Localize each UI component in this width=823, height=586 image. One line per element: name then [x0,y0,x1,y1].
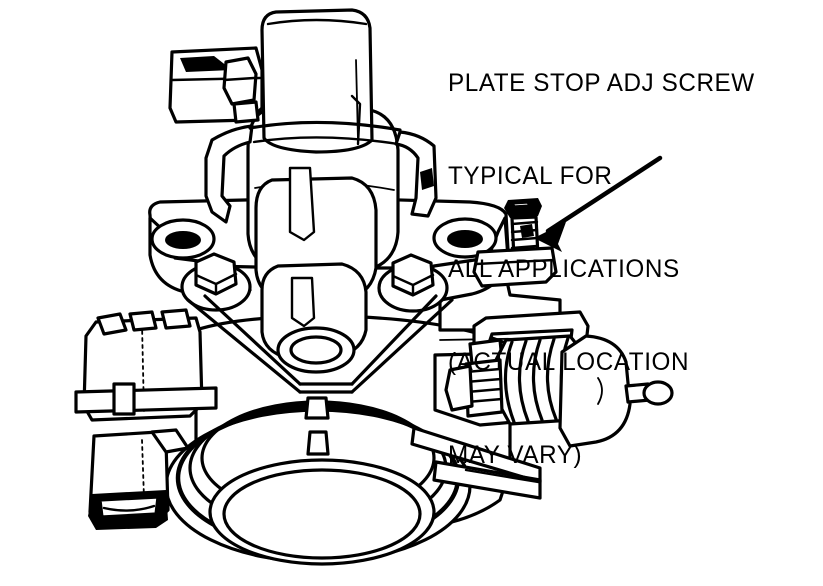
connector-bar-block [112,382,136,416]
iac-strap [472,310,590,350]
hex-nut-left-top [194,252,238,296]
adj-screw-thread-shadow [520,224,534,238]
adj-screw-thread-4 [510,244,539,250]
clamp-top-band [248,120,402,132]
callout-line-1: PLATE STOP ADJ SCREW [448,69,755,97]
callout-line-5: MAY VARY) [448,441,583,469]
adj-screw-slot [510,200,532,209]
tps-sensor [260,8,374,154]
flange-rib-left [186,298,302,394]
clamp-arm-left [204,124,254,224]
sensor-bracket-nut-line [222,76,256,82]
adj-screw-boss-line [474,258,556,266]
linkage-arm [410,426,542,500]
connector-rib-3 [160,308,192,330]
hex-nut-right [377,253,449,313]
connector-plug-tab [150,428,190,454]
connector-plug-slot [98,495,160,519]
bore-opening-inner [222,468,422,560]
flange-rib-left-inner [203,294,302,386]
sensor-bracket-nut [222,56,258,106]
linkage-arm-line [464,468,540,484]
connector-cross-bar [74,386,218,414]
flange-rib-right-inner [350,294,438,386]
clamp-top-band-inner [252,136,400,146]
bore-opening-outer [208,458,436,566]
iac-valve-ball [642,380,674,406]
iac-plunger-tip [444,364,474,412]
adj-screw [472,198,558,288]
iac-valve [444,310,674,448]
clamp-arm-right [394,130,438,218]
callout-leader-line [545,155,663,234]
shaft-port-inner [289,335,343,365]
connector-plug-detail [102,504,156,512]
tps-sensor-notch [350,94,362,146]
adj-screw-thread-3 [510,236,539,242]
adj-screw-boss [472,246,558,288]
callout-text-block: PLATE STOP ADJ SCREW TYPICAL FOR ALL APP… [448,6,797,533]
hex-nut-right-top [391,253,435,297]
connector-rib-2 [128,310,158,332]
bore-tab-upper [304,396,330,420]
callout-line-3: ALL APPLICATIONS [448,255,680,283]
tps-sensor-body [260,8,374,154]
callout-arrowhead [534,222,566,252]
adj-screw-thread-1 [510,220,539,226]
flange-bolt-right [432,217,498,259]
sensor-bracket [168,46,264,124]
iac-valve-body [558,334,632,448]
shaft-keyway-upper [288,166,316,242]
throttle-shaft-boss [246,108,400,374]
bore-tab-lower [306,430,330,456]
clamp-right-shadow [420,168,434,190]
shaft-keyway-lower [290,276,316,328]
connector-rib-1 [96,312,128,336]
flange-rib-right [350,298,454,394]
linkage-arm-lower [432,460,542,500]
hex-nut-left [180,252,252,312]
callout-leader [534,155,663,252]
flange-bolt-left [150,218,216,260]
callout-line-4: (ACTUAL LOCATION [448,348,690,376]
sensor-bracket-foot [232,100,260,124]
sensor-bracket-slot [180,56,232,72]
throttle-clamp [204,120,438,224]
electrical-connector [74,308,218,530]
iac-valve-detail [597,377,603,405]
tps-sensor-top-line [266,18,368,26]
callout-line-2: TYPICAL FOR [448,162,613,190]
connector-plug-dash [141,439,145,499]
